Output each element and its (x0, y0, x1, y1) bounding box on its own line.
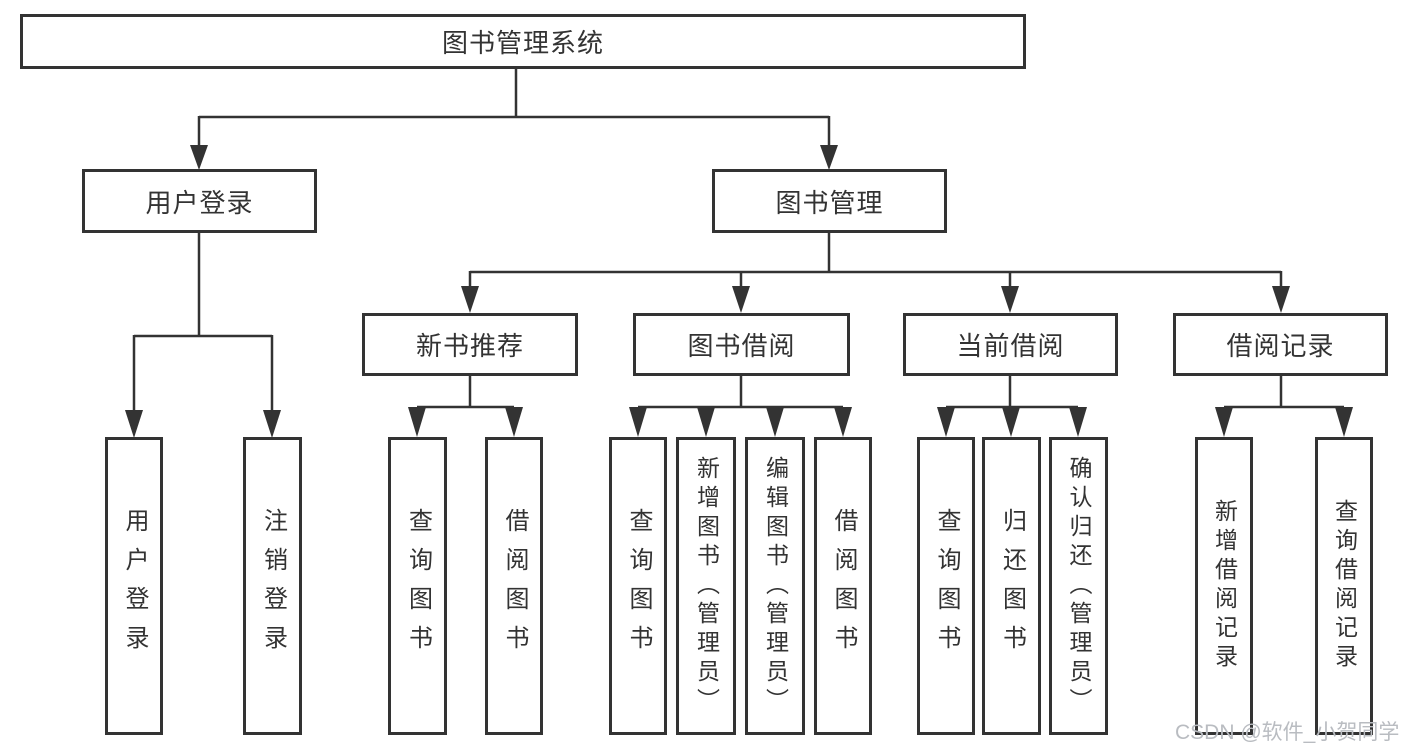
leaf-add-book-admin-label: 新增图书（管理员） (693, 455, 720, 717)
node-new-book-recommend-label: 新书推荐 (415, 331, 524, 361)
node-user-login: 用户登录 (82, 169, 317, 233)
node-root-system: 图书管理系统 (20, 14, 1026, 69)
leaf-add-book-admin: 新增图书（管理员） (676, 437, 736, 735)
connector-newbook-to-leaves (408, 376, 523, 437)
leaf-query-borrow-record: 查询借阅记录 (1315, 437, 1373, 735)
connector-bookmgmt-to-level3 (461, 233, 1290, 313)
leaf-borrow-book: 借阅图书 (814, 437, 872, 735)
leaf-query-borrow-record-label: 查询借阅记录 (1331, 499, 1358, 673)
connector-borrow-to-leaves (629, 376, 852, 437)
leaf-logout-label: 注销登录 (259, 508, 287, 664)
leaf-newbook-borrow-label: 借阅图书 (501, 508, 528, 664)
leaf-newbook-query: 查询图书 (388, 437, 447, 735)
node-book-management-label: 图书管理 (775, 187, 884, 218)
leaf-current-query: 查询图书 (917, 437, 975, 735)
connector-records-to-leaves (1215, 376, 1353, 437)
leaf-return-book-label: 归还图书 (998, 508, 1026, 664)
node-book-management: 图书管理 (712, 169, 947, 233)
leaf-borrow-query-label: 查询图书 (625, 508, 652, 664)
leaf-add-borrow-record-label: 新增借阅记录 (1211, 499, 1238, 673)
leaf-user-login: 用户登录 (105, 437, 163, 735)
leaf-confirm-return-admin: 确认归还（管理员） (1049, 437, 1108, 735)
leaf-newbook-borrow: 借阅图书 (485, 437, 543, 735)
leaf-current-query-label: 查询图书 (933, 508, 960, 664)
leaf-return-book: 归还图书 (982, 437, 1041, 735)
node-borrow-records-label: 借阅记录 (1226, 331, 1335, 361)
leaf-borrow-book-label: 借阅图书 (830, 508, 857, 664)
node-user-login-label: 用户登录 (145, 187, 254, 218)
leaf-borrow-query: 查询图书 (609, 437, 667, 735)
leaf-edit-book-admin-label: 编辑图书（管理员） (762, 455, 789, 717)
csdn-watermark: CSDN @软件_小贺同学 (1175, 721, 1400, 744)
node-book-borrow-label: 图书借阅 (687, 331, 796, 361)
node-book-borrow: 图书借阅 (633, 313, 850, 376)
leaf-newbook-query-label: 查询图书 (404, 508, 432, 664)
node-current-borrow: 当前借阅 (903, 313, 1118, 376)
node-new-book-recommend: 新书推荐 (362, 313, 578, 376)
node-root-system-label: 图书管理系统 (441, 28, 604, 58)
connector-current-to-leaves (937, 376, 1087, 437)
leaf-add-borrow-record: 新增借阅记录 (1195, 437, 1253, 735)
leaf-confirm-return-admin-label: 确认归还（管理员） (1066, 455, 1092, 717)
node-current-borrow-label: 当前借阅 (956, 331, 1065, 361)
leaf-user-login-label: 用户登录 (121, 508, 148, 664)
node-borrow-records: 借阅记录 (1173, 313, 1388, 376)
leaf-edit-book-admin: 编辑图书（管理员） (745, 437, 805, 735)
connector-root-to-level2 (190, 69, 838, 170)
connector-userlogin-to-leaves (125, 233, 281, 438)
leaf-logout: 注销登录 (243, 437, 302, 735)
